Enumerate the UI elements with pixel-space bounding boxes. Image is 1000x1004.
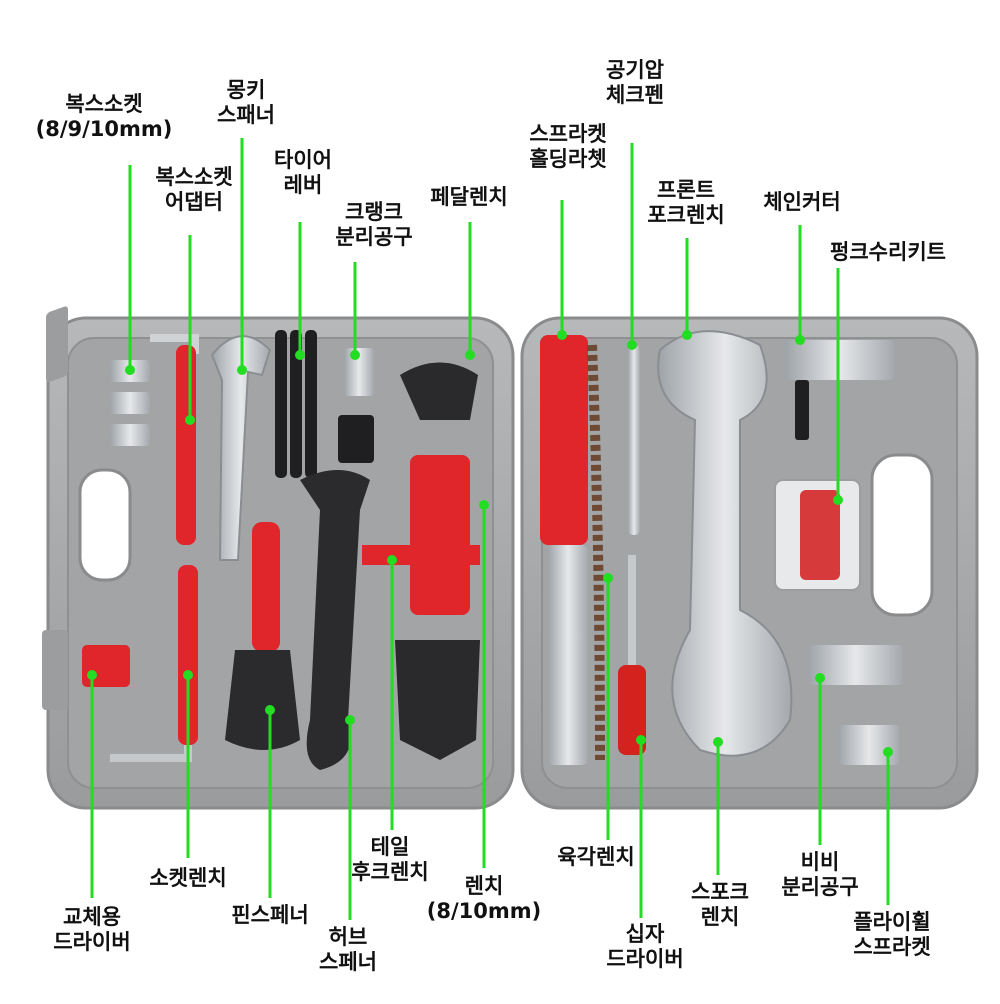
bb-tool-tool <box>808 645 903 685</box>
dot-socket-wrench <box>183 670 193 680</box>
label-pedal-wrench: 페달렌치 <box>430 185 508 209</box>
dot-sprocket <box>557 330 567 340</box>
dot-socket-adapter <box>185 415 195 425</box>
label-pin-spanner: 핀스페너 <box>231 903 309 927</box>
label-socket-set: 복스소켓(8/9/10mm) <box>35 92 173 141</box>
dot-socket-set <box>125 365 135 375</box>
front-fork-wrench-tool <box>657 330 793 757</box>
dot-tire-lever <box>295 350 305 360</box>
dot-wrench-8-10 <box>479 500 489 510</box>
freewheel-tool <box>838 725 900 765</box>
case-left-half <box>42 306 515 810</box>
label-chain-cutter: 체인커터 <box>763 190 841 214</box>
label-wrench-8-10: 렌치(8/10mm) <box>426 874 542 923</box>
dot-tail-hook <box>387 555 397 565</box>
leader-lines <box>90 138 890 920</box>
dot-bb-tool <box>815 673 825 683</box>
cross-screwdriver-tool <box>618 555 646 755</box>
label-socket-wrench: 소켓렌치 <box>149 866 227 890</box>
dot-hub-spanner <box>345 715 355 725</box>
tail-hook-wrench-tool <box>362 545 480 565</box>
sprocket-holder-tool <box>540 335 605 765</box>
pin-spanner-tool <box>225 522 300 750</box>
dot-cross-screwdriver <box>636 735 646 745</box>
dot-pedal-wrench <box>465 350 475 360</box>
air-pressure-pen-tool <box>628 345 640 535</box>
leader-dots <box>87 330 893 757</box>
dot-freewheel <box>883 747 893 757</box>
label-puncture-kit: 펑크수리키트 <box>830 240 946 264</box>
pedal-wrench-tool <box>395 362 480 760</box>
dot-air-pen <box>627 340 637 350</box>
dot-puncture-kit <box>833 495 843 505</box>
crank-puller-tool <box>338 348 374 463</box>
chain-cutter-tool <box>785 340 895 440</box>
dot-monkey-spanner <box>237 365 247 375</box>
dot-pin-spanner <box>265 705 275 715</box>
dot-crank-puller <box>350 350 360 360</box>
tire-lever-tool <box>275 330 317 478</box>
bit-driver-tool <box>82 645 130 687</box>
dot-bit-driver <box>87 670 97 680</box>
dot-spoke-wrench <box>713 737 723 747</box>
dot-hex-wrench <box>603 573 613 583</box>
label-hex-wrench: 육각렌치 <box>557 845 635 869</box>
hub-spanner-tool <box>300 470 370 770</box>
monkey-spanner-tool <box>210 335 272 561</box>
dot-fork-wrench <box>682 330 692 340</box>
puncture-kit-tool <box>774 479 861 591</box>
dot-chain-cutter <box>795 335 805 345</box>
